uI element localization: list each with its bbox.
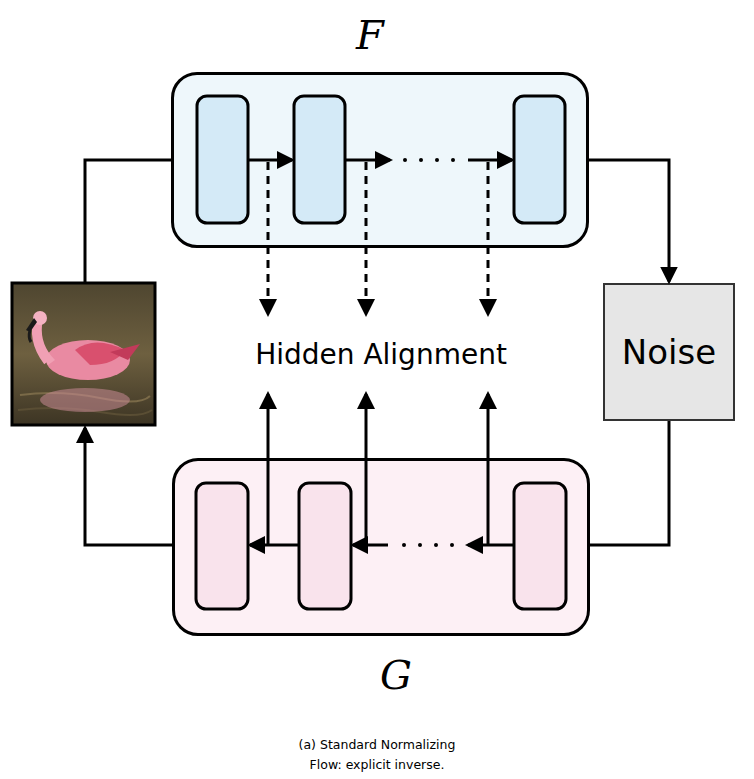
flow-heading: F [174,13,566,57]
image-frame [12,283,155,425]
noise-box: Noise [603,283,735,421]
flamingo-image [13,284,154,424]
figure-caption: (a) Standard Normalizing Flow: explicit … [297,735,457,775]
alignment-label: Hidden Alignment [251,338,511,371]
flow-box-f: F [171,72,589,248]
box-label: Noise [605,332,733,372]
flow-connector [590,421,669,545]
flow-box-g: G [172,458,590,636]
flow-connector [589,160,669,282]
image-wires [85,160,172,545]
flow-heading: G [205,653,587,697]
